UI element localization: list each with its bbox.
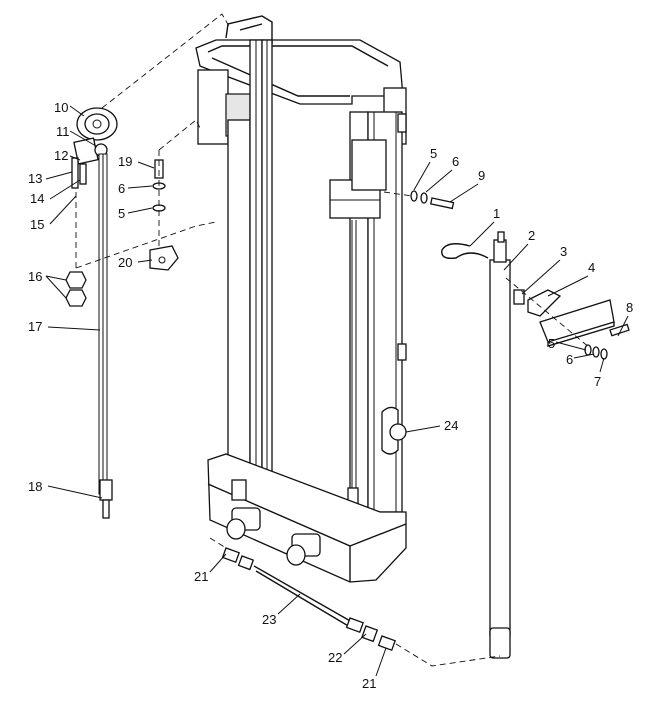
- mast-chain: [351, 220, 357, 490]
- callout-21-left: 21: [194, 569, 208, 584]
- callout-5-handle: 5: [548, 336, 555, 351]
- mast-assembly: [195, 15, 407, 583]
- chain-17: [98, 153, 108, 495]
- callout-3: 3: [560, 244, 567, 259]
- pulley-chain-assembly: [65, 107, 118, 519]
- callout-1: 1: [493, 206, 500, 221]
- leader-lines: [45, 105, 629, 677]
- callout-12: 12: [54, 148, 68, 163]
- callout-6-left: 6: [118, 181, 125, 196]
- callout-2: 2: [528, 228, 535, 243]
- callout-7: 7: [594, 374, 601, 389]
- callout-17: 17: [28, 319, 42, 334]
- callout-21-right: 21: [362, 676, 376, 691]
- callout-20: 20: [118, 255, 132, 270]
- callout-9: 9: [478, 168, 485, 183]
- callout-24: 24: [444, 418, 458, 433]
- callout-23: 23: [262, 612, 276, 627]
- callout-15: 15: [30, 217, 44, 232]
- callout-4: 4: [588, 260, 595, 275]
- callout-8: 8: [626, 300, 633, 315]
- callout-10: 10: [54, 100, 68, 115]
- callout-5-mast: 5: [430, 146, 437, 161]
- construction-lines: [75, 13, 591, 667]
- callout-18: 18: [28, 479, 42, 494]
- nuts-16: [65, 271, 87, 307]
- callout-11: 11: [56, 124, 70, 139]
- callout-19: 19: [118, 154, 132, 169]
- hose-assembly: [221, 547, 396, 652]
- handle-tube: [441, 231, 630, 659]
- callout-16: 16: [28, 269, 42, 284]
- side-bolt-parts: [410, 190, 455, 210]
- callout-22: 22: [328, 650, 342, 665]
- callout-6-mast: 6: [452, 154, 459, 169]
- callout-labels: 10 11 12 13 14 15 16 17 18 19 6 5 20 5 6…: [28, 100, 633, 691]
- callout-6-handle: 6: [566, 352, 573, 367]
- callout-5-left: 5: [118, 206, 125, 221]
- callout-13: 13: [28, 171, 42, 186]
- callout-14: 14: [30, 191, 44, 206]
- anchor-bracket-parts: [149, 150, 179, 271]
